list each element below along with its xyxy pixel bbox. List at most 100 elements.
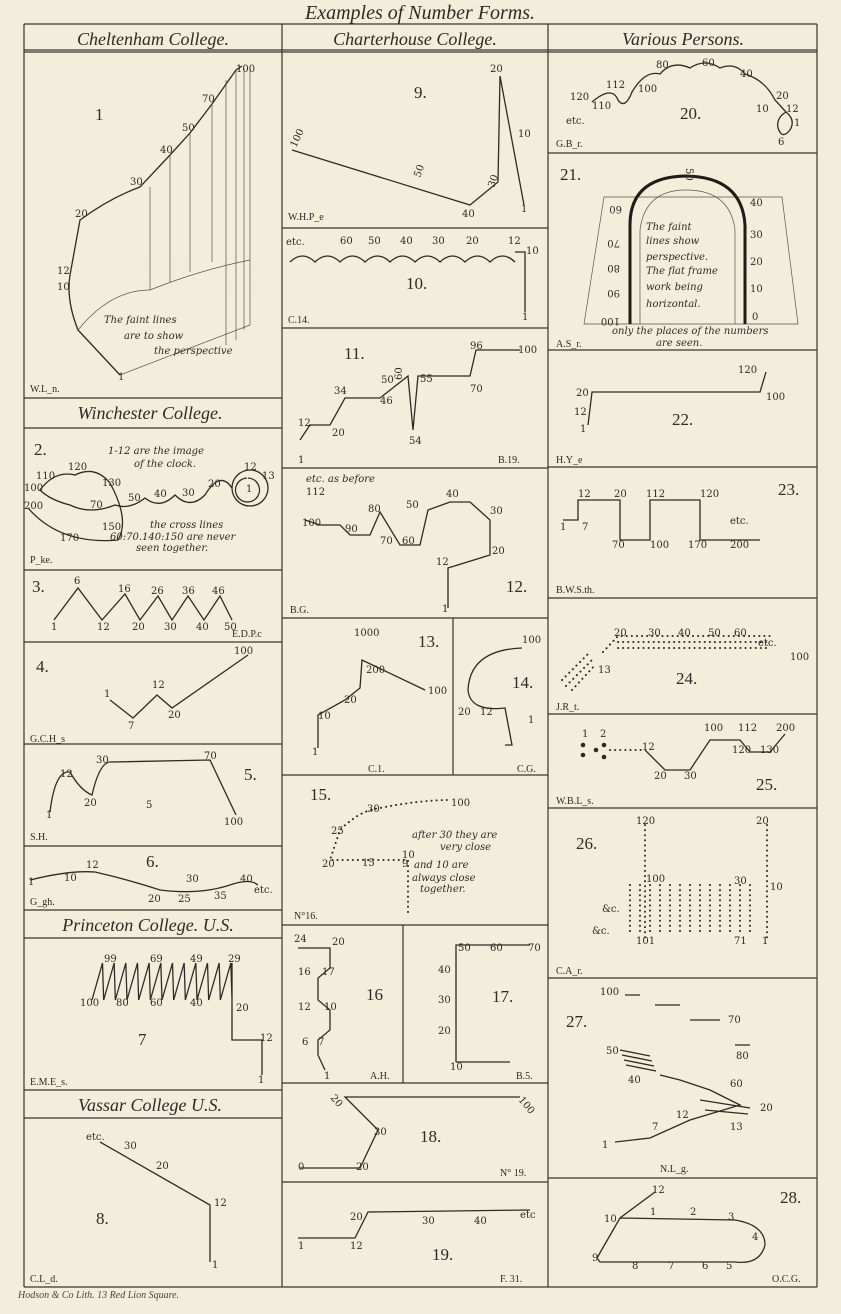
- p2-annotation: of the clock.: [134, 459, 196, 470]
- p21-number-label: 0: [752, 312, 758, 323]
- p3-number-label: 50: [224, 622, 237, 633]
- p8-number-label: 12: [214, 1198, 227, 1209]
- p9-number-label: 1: [521, 204, 527, 215]
- p27-form-number: 27.: [566, 1012, 587, 1031]
- p21-annotation: lines show: [646, 236, 700, 247]
- p18-form-number: 18.: [420, 1127, 441, 1146]
- p20-number-label: 1: [794, 118, 800, 129]
- p6-number-label: 20: [148, 894, 161, 905]
- p2-number-label: 40: [154, 489, 167, 500]
- p3-number-label: 12: [97, 622, 110, 633]
- p4-number-label: 1: [104, 689, 110, 700]
- p25-number-label: 20: [654, 771, 667, 782]
- p1-annotation: the perspective: [154, 346, 233, 357]
- p19-number-label: etc: [520, 1210, 536, 1221]
- p4-number-label: 12: [152, 680, 165, 691]
- p9-number-label: 20: [490, 64, 503, 75]
- p12-initials: B.G.: [290, 605, 309, 616]
- p24-initials: J.R_t.: [556, 702, 579, 713]
- p14-form-number: 14.: [512, 673, 533, 692]
- p13-initials: C.1.: [368, 764, 385, 775]
- p24-number-label: 13: [598, 665, 611, 676]
- p15-number-label: 25: [331, 826, 344, 837]
- p7-number-label: 40: [190, 998, 203, 1009]
- p12-number-label: 80: [368, 504, 381, 515]
- p20-number-label: 20: [776, 91, 789, 102]
- p7-number-label: 69: [150, 954, 163, 965]
- p20-form-number: 20.: [680, 104, 701, 123]
- p8-number-label: 1: [212, 1260, 218, 1271]
- p10-initials: C.14.: [288, 315, 310, 326]
- p25-number-label: 12: [642, 742, 655, 753]
- p18-number-label: 30: [374, 1127, 387, 1138]
- p15-annotation: after 30 they are: [412, 830, 497, 841]
- p26-number-label: 1: [762, 936, 768, 947]
- p22-number-label: 120: [738, 365, 757, 376]
- p18-number-line: [300, 1096, 520, 1169]
- p9-number-label: 50: [412, 163, 427, 179]
- p13-number-label: 1000: [354, 628, 379, 639]
- p11-number-line: [299, 349, 520, 441]
- p1-number-label: 100: [236, 64, 255, 75]
- p21-annotation: The faint: [646, 222, 693, 233]
- p11-number-label: 96: [470, 341, 483, 352]
- p5-number-label: 100: [224, 817, 243, 828]
- p7-number-label: 99: [104, 954, 117, 965]
- p26-number-label: 101: [636, 936, 655, 947]
- p21-number-label: 20: [750, 257, 763, 268]
- column-header-cheltenham: Cheltenham College.: [77, 29, 229, 49]
- p13-number-label: 100: [428, 686, 447, 697]
- p27-number-label: 50: [606, 1046, 619, 1057]
- lithographer-credit: Hodson & Co Lith. 13 Red Lion Square.: [17, 1290, 179, 1301]
- p7-form-number: 7: [138, 1030, 147, 1049]
- p16-form-number: 16: [366, 985, 383, 1004]
- p28-number-label: 3: [728, 1212, 734, 1223]
- p6-number-label: 30: [186, 874, 199, 885]
- p3-number-label: 36: [182, 586, 195, 597]
- p3-number-label: 1: [51, 622, 57, 633]
- p17-initials: B.5.: [516, 1071, 533, 1082]
- p25-number-label: 1: [582, 729, 588, 740]
- p9-number-label: 30: [486, 173, 501, 189]
- p17-form-number: 17.: [492, 987, 513, 1006]
- p2-number-label: 20: [208, 479, 221, 490]
- p10-number-label: 10: [526, 246, 539, 257]
- p21-number-label: 10: [750, 284, 763, 295]
- p3-number-label: 6: [74, 576, 80, 587]
- p2-number-label: 130: [102, 478, 121, 489]
- p11-number-label: 55: [420, 374, 433, 385]
- p17-number-label: 40: [438, 965, 451, 976]
- p15-number-label: 10: [402, 850, 415, 861]
- p28-number-label: 8: [632, 1261, 638, 1272]
- p7-number-label: 20: [236, 1003, 249, 1014]
- p13-number-label: 200: [366, 665, 385, 676]
- p15-form-number: 15.: [310, 785, 331, 804]
- p6-number-label: 35: [214, 891, 227, 902]
- section-header-winchester: Winchester College.: [78, 403, 223, 423]
- p24-number-label: 20: [614, 628, 627, 639]
- p3-number-label: 16: [118, 584, 131, 595]
- p12-number-label: 60: [402, 536, 415, 547]
- p26-number-label: &c.: [592, 926, 610, 937]
- p5-number-label: 20: [84, 798, 97, 809]
- p2-annotation: 60:70.140:150 are never: [110, 532, 236, 543]
- section-header-vassar: Vassar College U.S.: [78, 1095, 222, 1115]
- p20-number-label: 120: [570, 92, 589, 103]
- p7-number-label: 49: [190, 954, 203, 965]
- p9-initials: W.H.P_e: [288, 212, 324, 223]
- p4-number-label: 20: [168, 710, 181, 721]
- p19-number-label: 30: [422, 1216, 435, 1227]
- p8-number-label: etc.: [86, 1132, 105, 1143]
- column-header-various-persons: Various Persons.: [622, 29, 744, 49]
- p5-number-label: 70: [204, 751, 217, 762]
- p10-number-label: 12: [508, 236, 521, 247]
- p17-number-label: 70: [528, 943, 541, 954]
- p8-number-label: 20: [156, 1161, 169, 1172]
- p25-number-label: 30: [684, 771, 697, 782]
- p3-number-label: 46: [212, 586, 225, 597]
- p1-number-label: 40: [160, 145, 173, 156]
- p8-initials: C.L_d.: [30, 1274, 58, 1285]
- p20-initials: G.B_r.: [556, 139, 583, 150]
- p22-number-line: [587, 371, 767, 426]
